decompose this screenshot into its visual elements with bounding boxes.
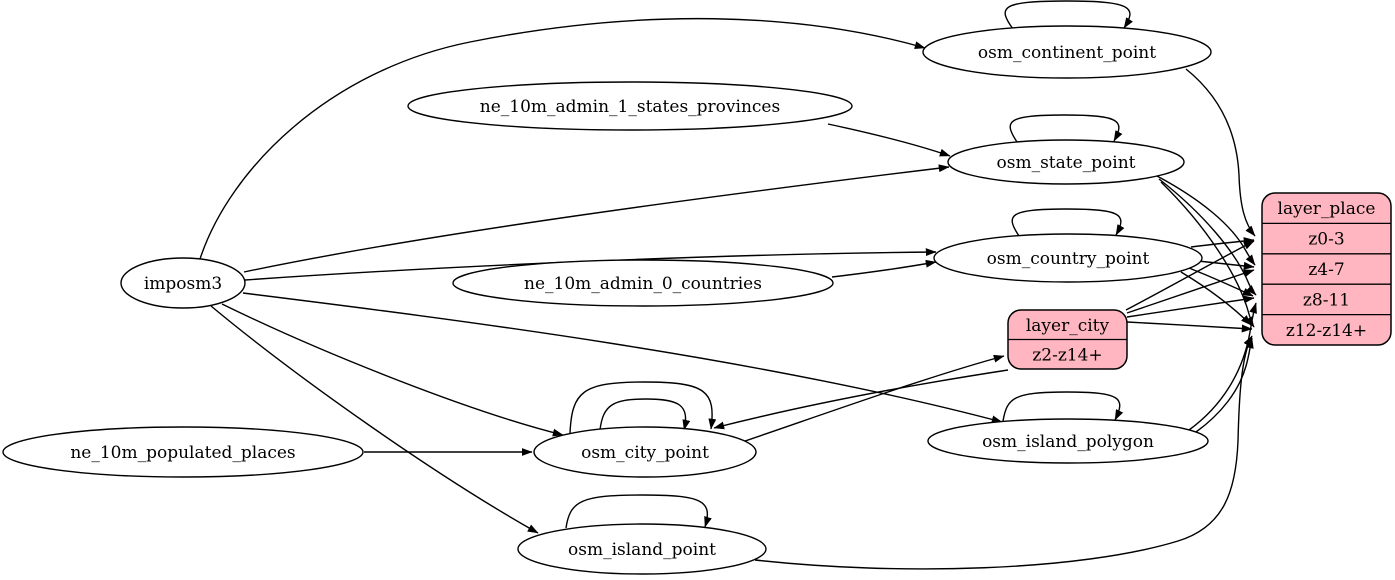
node-shape-osm_city_point	[533, 426, 757, 478]
node-osm_city_point: osm_city_point	[533, 426, 757, 478]
edge-osm_continent_point-to-layer_place	[1185, 68, 1256, 237]
record-row-label-layer_place-0: layer_place	[1278, 199, 1376, 219]
node-osm_country_point: osm_country_point	[933, 233, 1203, 283]
edge-osm_continent_point-to-osm_continent_point	[1004, 0, 1133, 30]
node-layer_city: layer_city z2-z14+	[1007, 309, 1128, 370]
edge-ne_10m_admin_1_states_provinces-to-osm_state_point	[827, 123, 951, 157]
record-row-label-layer_place-4: z12-z14+	[1286, 321, 1367, 341]
node-label-osm_city_point: osm_city_point	[581, 443, 709, 463]
record-row-label-layer_place-1: z0-3	[1308, 230, 1344, 250]
edge-osm_island_point-to-layer_place	[754, 335, 1253, 570]
node-shape-osm_state_point	[947, 139, 1185, 185]
edge-osm_city_point-to-osm_city_point	[599, 398, 691, 431]
node-osm_continent_point: osm_continent_point	[922, 25, 1212, 79]
node-label-imposm3: imposm3	[144, 274, 222, 294]
edge-osm_state_point-to-layer_place	[1156, 175, 1256, 266]
record-shape-layer_place	[1261, 192, 1392, 346]
node-label-ne_10m_populated_places: ne_10m_populated_places	[70, 443, 295, 463]
node-label-osm_continent_point: osm_continent_point	[978, 43, 1156, 63]
node-label-ne_10m_admin_1_states_provinces: ne_10m_admin_1_states_provinces	[480, 97, 780, 117]
edge-layer_city-to-layer_place	[1126, 321, 1253, 333]
record-row-label-layer_city-1: z2-z14+	[1032, 345, 1102, 365]
edge-layer_city-to-osm_city_point	[713, 369, 1009, 430]
edge-imposm3-to-osm_city_point	[221, 303, 564, 437]
node-layer_place: layer_place z0-3 z4-7 z8-11 z12-z14+	[1261, 192, 1392, 346]
node-shape-ne_10m_admin_1_states_provinces	[407, 81, 853, 131]
node-shape-osm_island_point	[517, 523, 767, 575]
node-osm_state_point: osm_state_point	[947, 139, 1185, 185]
record-row-label-layer_place-2: z4-7	[1308, 260, 1344, 280]
edge-ne_10m_admin_0_countries-to-osm_country_point	[831, 259, 937, 278]
edge-layer_city-to-layer_place	[1126, 295, 1255, 318]
edge-osm_city_point-to-osm_city_point	[569, 381, 717, 434]
edge-osm_island_point-to-osm_island_point	[565, 494, 712, 529]
node-shape-osm_country_point	[933, 233, 1203, 283]
node-imposm3: imposm3	[120, 257, 246, 309]
edge-osm_island_polygon-to-osm_island_polygon	[1002, 391, 1124, 422]
node-ne_10m_populated_places: ne_10m_populated_places	[2, 426, 364, 478]
edge-imposm3-to-osm_continent_point	[199, 17, 926, 260]
node-ne_10m_admin_1_states_provinces: ne_10m_admin_1_states_provinces	[407, 81, 853, 131]
edge-imposm3-to-osm_island_point	[210, 305, 539, 534]
node-shape-osm_island_polygon	[927, 418, 1209, 464]
node-osm_island_point: osm_island_point	[517, 523, 767, 575]
edge-imposm3-to-osm_island_polygon	[242, 292, 1003, 424]
node-shape-osm_continent_point	[922, 25, 1212, 79]
node-label-osm_island_point: osm_island_point	[568, 540, 716, 560]
edge-osm_island_polygon-to-layer_place	[1195, 337, 1254, 433]
edge-osm_state_point-to-layer_place	[1158, 178, 1257, 296]
edge-imposm3-to-osm_state_point	[243, 164, 950, 273]
record-row-label-layer_place-3: z8-11	[1303, 290, 1350, 310]
node-label-osm_country_point: osm_country_point	[987, 249, 1150, 269]
edge-layer_city-to-layer_place	[1126, 269, 1255, 314]
record-row-label-layer_city-0: layer_city	[1026, 316, 1110, 336]
node-shape-ne_10m_populated_places	[2, 426, 364, 478]
node-label-osm_state_point: osm_state_point	[997, 153, 1136, 173]
node-shape-ne_10m_admin_0_countries	[452, 259, 834, 307]
edge-osm_city_point-to-layer_city	[744, 354, 1005, 442]
edge-osm_state_point-to-osm_state_point	[1009, 114, 1123, 143]
node-osm_island_polygon: osm_island_polygon	[927, 418, 1209, 464]
node-shape-imposm3	[120, 257, 246, 309]
edge-osm_country_point-to-osm_country_point	[1011, 208, 1125, 237]
node-ne_10m_admin_0_countries: ne_10m_admin_0_countries	[452, 259, 834, 307]
node-label-ne_10m_admin_0_countries: ne_10m_admin_0_countries	[524, 274, 762, 294]
node-label-osm_island_polygon: osm_island_polygon	[982, 432, 1154, 452]
edge-layer_city-to-layer_place	[1125, 240, 1255, 311]
